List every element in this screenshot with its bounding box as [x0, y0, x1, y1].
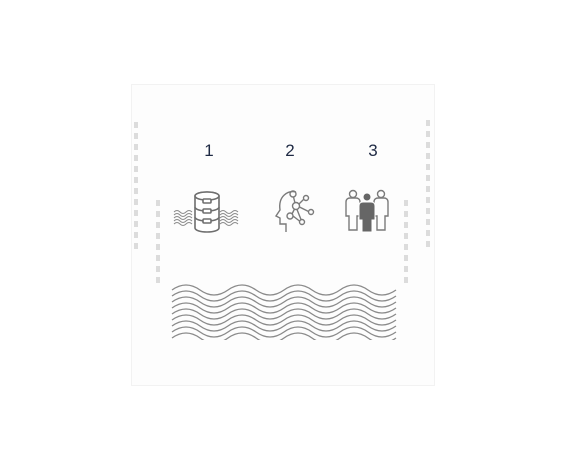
people-group-icon	[345, 189, 389, 233]
ai-head-network-icon	[274, 190, 315, 232]
diagram-panel	[131, 84, 435, 386]
step-number-1: 1	[204, 141, 214, 160]
step-number-3: 3	[368, 141, 378, 160]
dashed-line-right-outer	[426, 120, 430, 252]
dashed-line-right-inner	[404, 200, 408, 286]
dashed-line-left-outer	[134, 122, 138, 254]
step-number-2: 2	[285, 141, 295, 160]
dashed-line-left-inner	[156, 200, 160, 286]
waves-graphic	[171, 284, 397, 340]
database-icon	[173, 191, 239, 233]
